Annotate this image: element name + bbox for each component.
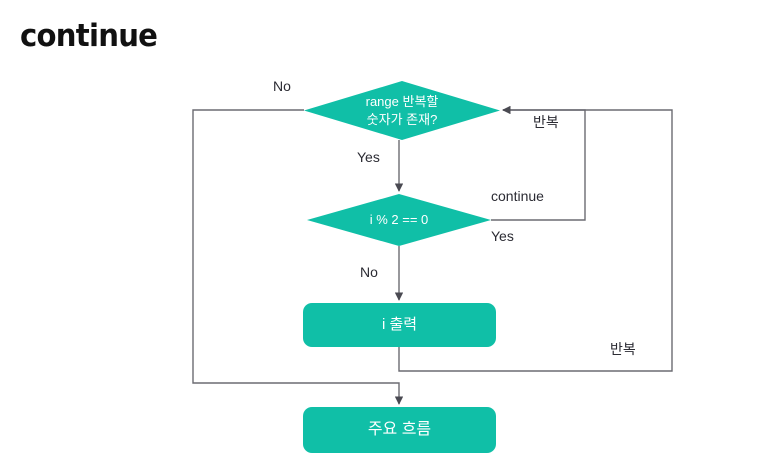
edge-label-continue: continue (491, 188, 544, 204)
process-print-i[interactable]: i 출력 (303, 303, 496, 347)
edge-print-repeat-to-cond1 (398, 105, 673, 372)
decision-range-has-numbers[interactable]: range 반복할 숫자가 존재? (304, 81, 500, 140)
process-print-i-label: i 출력 (381, 316, 418, 334)
edge-label-no-middle: No (360, 264, 378, 280)
decision-i-mod-2[interactable]: i % 2 == 0 (307, 194, 491, 246)
process-main-flow[interactable]: 주요 흐름 (303, 407, 496, 453)
diamond-shape-icon (307, 194, 491, 246)
edge-label-no-top: No (273, 78, 291, 94)
edge-cond1-no-to-main (192, 109, 404, 405)
decision-range-has-numbers-label: range 반복할 숫자가 존재? (365, 94, 439, 127)
diamond-shape-icon (304, 81, 500, 140)
edge-label-yes-middle: Yes (357, 149, 380, 165)
decision-i-mod-2-label: i % 2 == 0 (369, 212, 429, 228)
process-main-flow-label: 주요 흐름 (367, 421, 432, 439)
page-title: continue (20, 18, 158, 54)
edge-label-yes-right: Yes (491, 228, 514, 244)
edge-label-repeat-top: 반복 (533, 114, 559, 130)
edge-label-repeat-bottom: 반복 (610, 341, 636, 357)
